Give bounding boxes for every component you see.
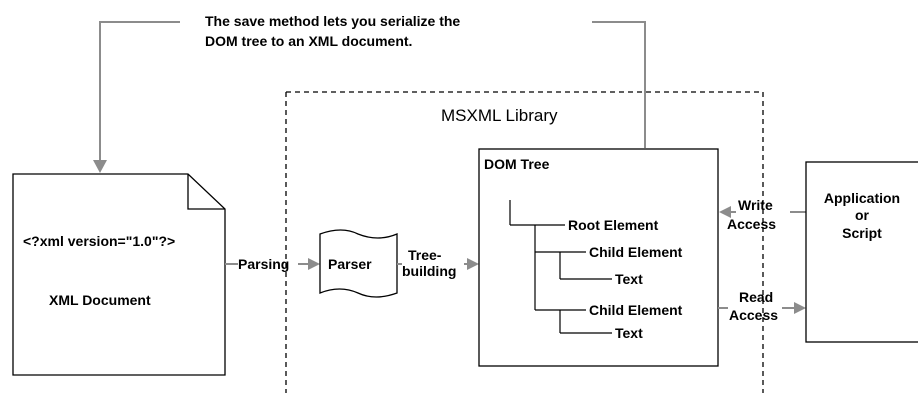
tree-building-connector [397, 258, 479, 270]
xml-document-title: XML Document [49, 292, 151, 308]
write-access-label-line2: Access [727, 216, 776, 232]
dom-node-child-element-1: Child Element [589, 244, 683, 260]
xml-document-shape [12, 173, 226, 376]
read-access-connector [718, 302, 806, 314]
dom-node-text-1: Text [615, 271, 643, 287]
save-callout-connector [93, 21, 646, 173]
parsing-label: Parsing [238, 256, 289, 272]
application-label-line3: Script [842, 225, 882, 241]
dom-node-child-element-2: Child Element [589, 302, 683, 318]
dom-tree-title: DOM Tree [484, 156, 550, 172]
callout-text-line1: The save method lets you serialize the [205, 13, 460, 29]
msxml-library-boundary [285, 91, 764, 393]
application-label-line2: or [855, 207, 870, 223]
dom-node-root-element: Root Element [568, 217, 659, 233]
read-access-label-line1: Read [739, 289, 773, 305]
parsing-connector [225, 258, 320, 270]
xml-declaration-text: <?xml version="1.0"?> [23, 233, 175, 249]
callout-text-line2: DOM tree to an XML document. [205, 33, 412, 49]
read-access-label-line2: Access [729, 307, 778, 323]
tree-building-label-line1: Tree- [408, 247, 442, 263]
dom-tree-branches [509, 200, 612, 334]
library-label: MSXML Library [441, 106, 558, 125]
application-box [805, 161, 918, 343]
write-access-label-line1: Write [738, 197, 773, 213]
parser-label: Parser [328, 256, 372, 272]
tree-building-label-line2: building [402, 263, 456, 279]
application-label-line1: Application [824, 190, 900, 206]
write-access-connector [719, 206, 806, 218]
parser-shape [319, 229, 398, 298]
dom-node-text-2: Text [615, 325, 643, 341]
dom-tree-box [478, 148, 719, 367]
